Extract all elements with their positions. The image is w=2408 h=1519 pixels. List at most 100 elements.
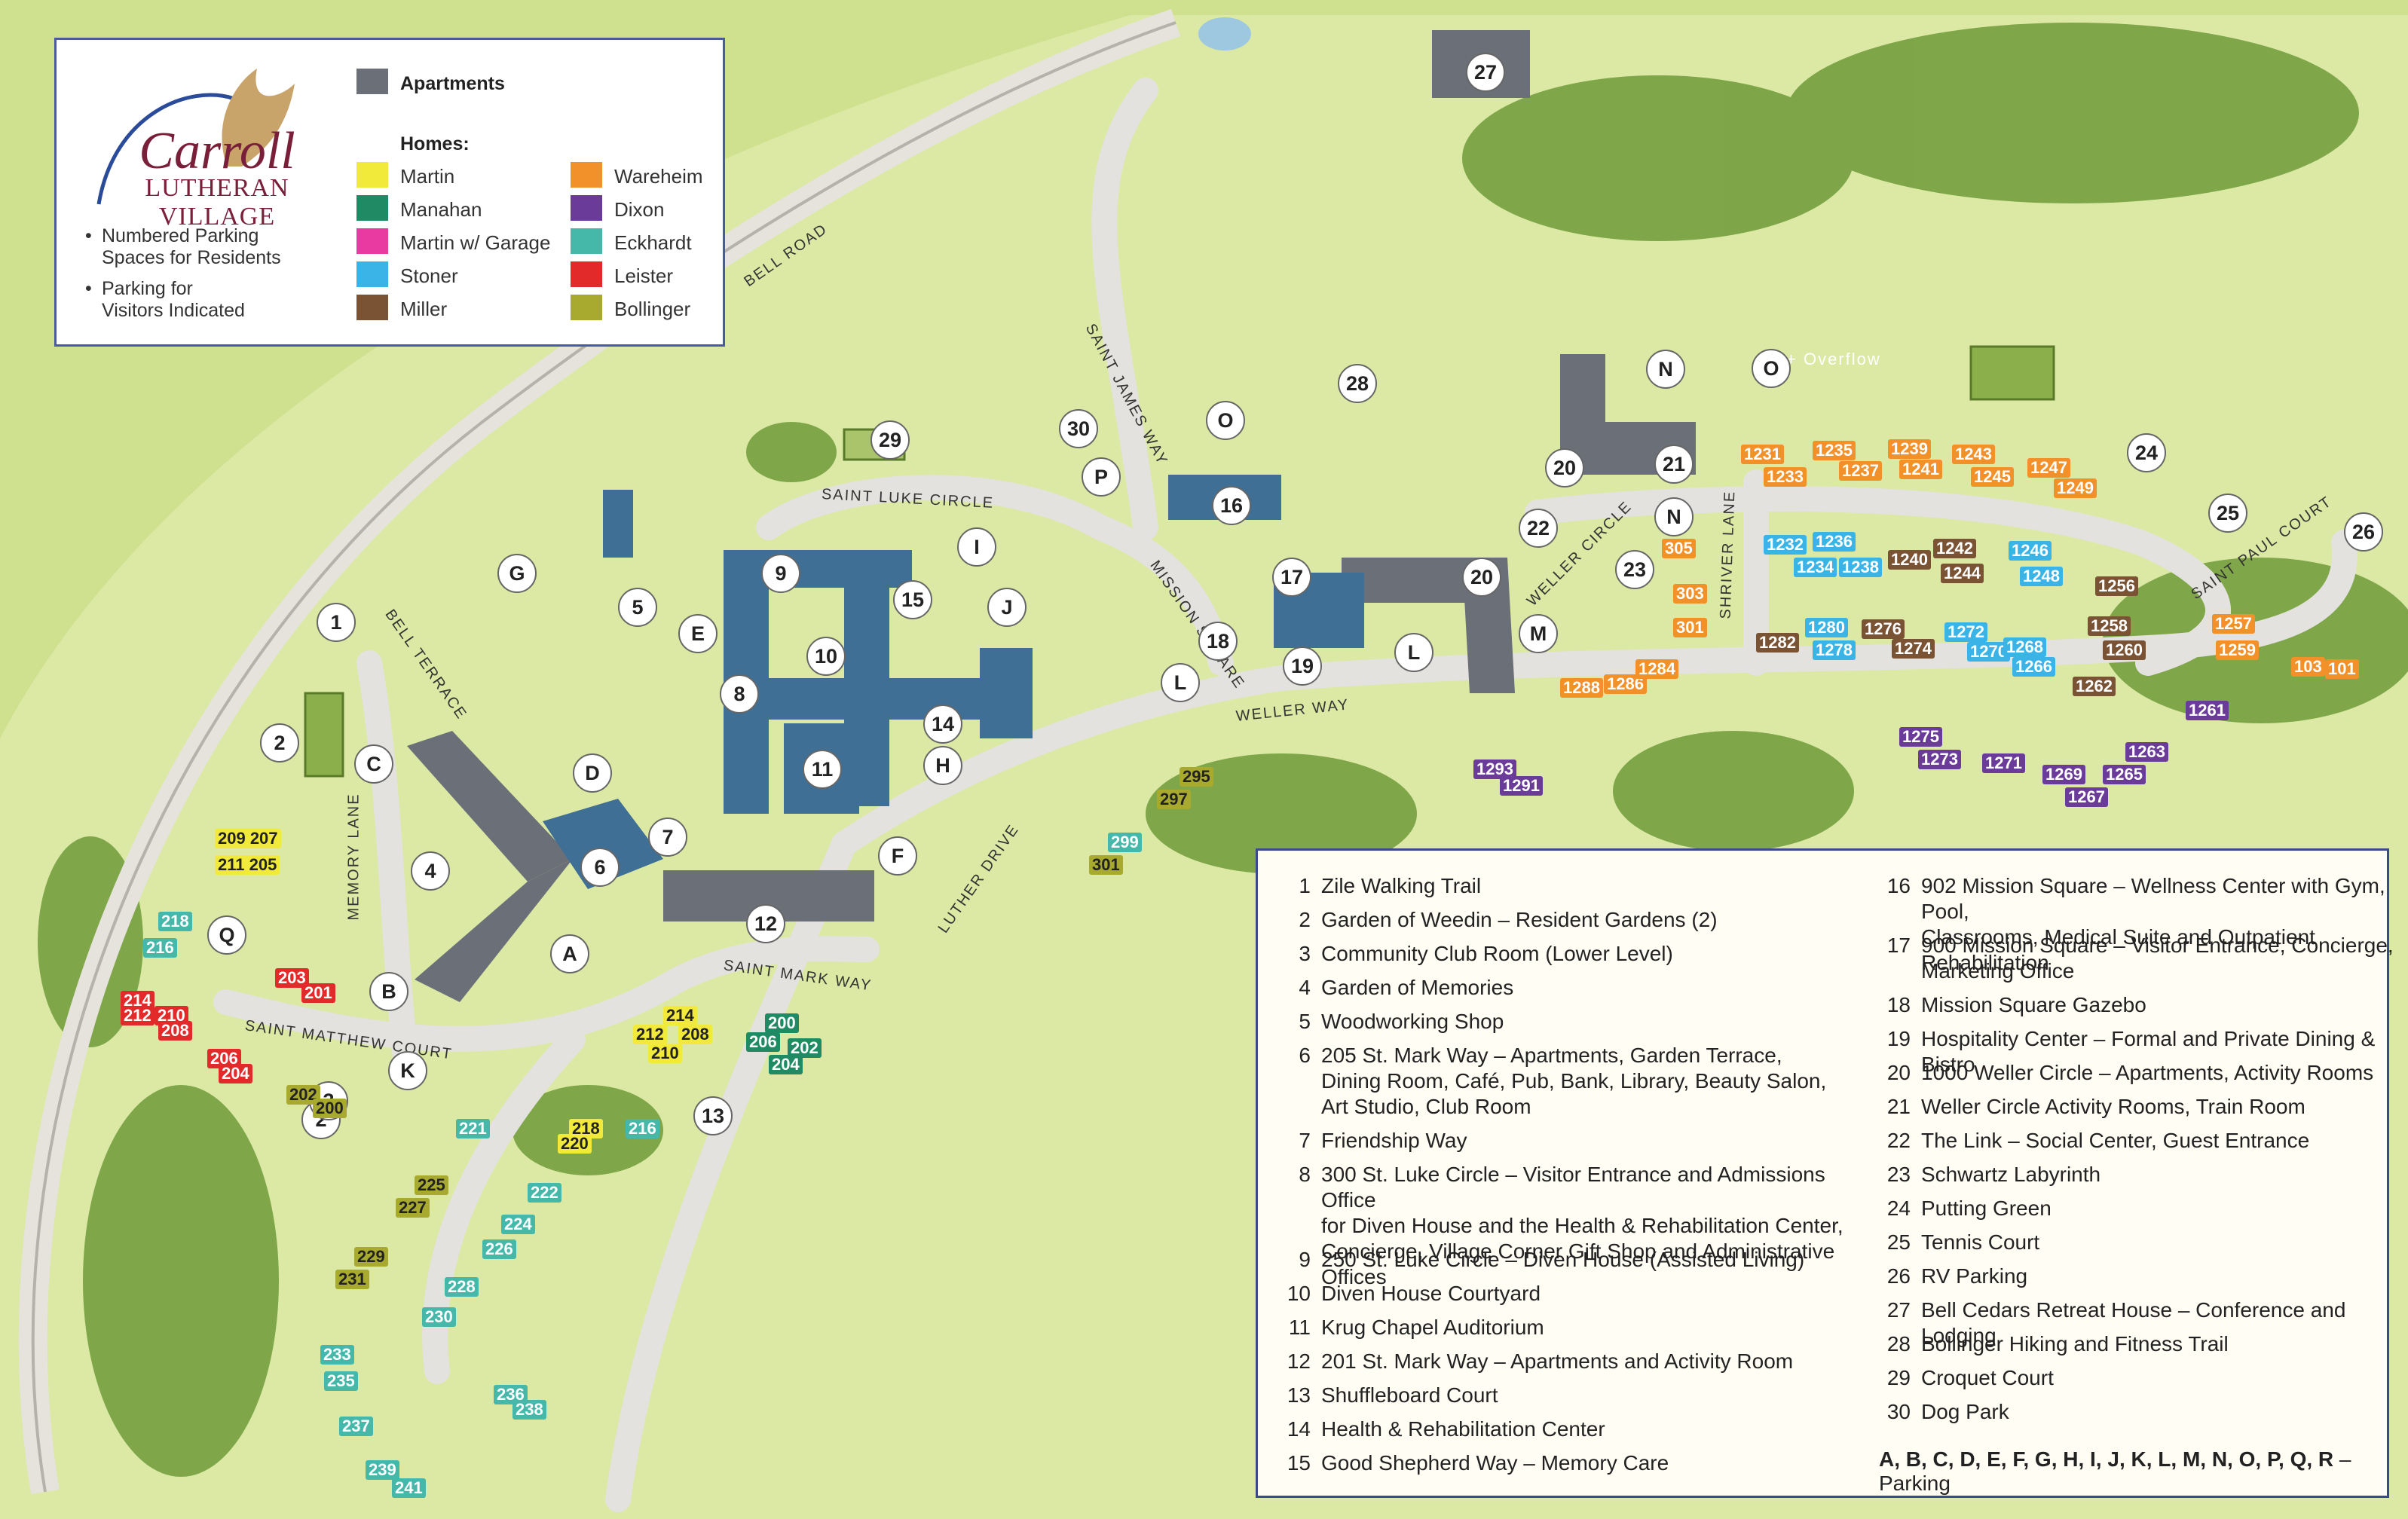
home-unit-label[interactable]: 1282 — [1756, 633, 1799, 653]
map-marker[interactable]: C — [354, 744, 393, 784]
home-unit-label[interactable]: 1259 — [2216, 640, 2259, 660]
home-unit-label[interactable]: 238 — [513, 1400, 546, 1420]
home-unit-label[interactable]: 1247 — [2027, 458, 2070, 478]
home-unit-label[interactable]: 1293 — [1473, 760, 1516, 779]
home-unit-label[interactable]: 1233 — [1764, 467, 1807, 487]
home-unit-label[interactable]: 237 — [339, 1417, 373, 1436]
home-unit-label[interactable]: 239 — [366, 1460, 399, 1480]
home-unit-label[interactable]: 1240 — [1888, 550, 1931, 570]
map-marker[interactable]: 21 — [1654, 445, 1694, 484]
map-marker[interactable]: 9 — [761, 554, 800, 593]
home-unit-label[interactable]: 212 — [633, 1025, 667, 1044]
home-unit-label[interactable]: 1266 — [2012, 657, 2055, 677]
home-unit-label[interactable]: 228 — [445, 1277, 479, 1297]
map-marker[interactable]: 16 — [1212, 486, 1251, 525]
home-unit-label[interactable]: 1272 — [1944, 622, 1987, 642]
home-unit-label[interactable]: 1257 — [2212, 614, 2255, 634]
map-marker[interactable]: 15 — [893, 580, 932, 619]
home-unit-label[interactable]: 1276 — [1862, 619, 1905, 639]
home-unit-label[interactable]: 301 — [1673, 618, 1707, 637]
home-unit-label[interactable]: 200 — [313, 1099, 347, 1118]
home-unit-label[interactable]: 1286 — [1604, 674, 1647, 694]
home-unit-label[interactable]: 1260 — [2103, 640, 2146, 660]
home-unit-label[interactable]: 1278 — [1813, 640, 1856, 660]
map-marker[interactable]: 1 — [317, 603, 356, 642]
map-marker[interactable]: 29 — [870, 420, 910, 460]
map-marker[interactable]: L — [1161, 663, 1200, 702]
map-marker[interactable]: Q — [207, 915, 246, 955]
home-unit-label[interactable]: 221 — [456, 1119, 490, 1138]
map-marker[interactable]: 22 — [1519, 509, 1558, 548]
map-marker[interactable]: P — [1082, 457, 1121, 497]
map-marker[interactable]: J — [987, 588, 1027, 627]
map-marker[interactable]: 24 — [2127, 433, 2166, 472]
map-marker[interactable]: 30 — [1059, 409, 1098, 448]
map-marker[interactable]: D — [573, 753, 612, 793]
map-marker[interactable]: 25 — [2208, 494, 2247, 533]
home-unit-label[interactable]: 1249 — [2054, 478, 2097, 498]
map-marker[interactable]: 17 — [1272, 558, 1311, 597]
map-marker[interactable]: 14 — [923, 704, 962, 744]
home-unit-label[interactable]: 1248 — [2020, 567, 2063, 586]
home-unit-label[interactable]: 241 — [392, 1478, 426, 1498]
home-unit-label[interactable]: 295 — [1180, 767, 1213, 787]
map-marker[interactable]: 26 — [2344, 512, 2383, 552]
map-marker[interactable]: 13 — [693, 1096, 733, 1135]
home-unit-label[interactable]: 204 — [769, 1055, 803, 1074]
home-unit-label[interactable]: 1261 — [2186, 701, 2229, 720]
home-unit-label[interactable]: 1262 — [2073, 677, 2116, 696]
home-unit-label[interactable]: 101 — [2325, 659, 2359, 679]
home-unit-label[interactable]: 1237 — [1839, 461, 1882, 481]
map-marker[interactable]: 19 — [1283, 646, 1322, 686]
map-marker[interactable]: 23 — [1615, 550, 1654, 589]
map-marker[interactable]: 12 — [746, 904, 785, 943]
home-unit-label[interactable]: 1291 — [1500, 776, 1543, 796]
map-marker[interactable]: 7 — [648, 818, 687, 857]
home-unit-label[interactable]: 1234 — [1794, 558, 1837, 577]
home-unit-label[interactable]: 1269 — [2042, 765, 2085, 784]
home-unit-label[interactable]: 208 — [678, 1025, 712, 1044]
home-unit-label[interactable]: 231 — [335, 1270, 369, 1289]
map-marker[interactable]: 4 — [411, 851, 450, 891]
home-unit-label[interactable]: 204 — [219, 1064, 252, 1083]
home-unit-label[interactable]: 212 — [121, 1006, 155, 1025]
home-unit-label[interactable]: 233 — [320, 1345, 354, 1365]
home-unit-label[interactable]: 103 — [2291, 657, 2325, 677]
home-unit-label[interactable]: 200 — [765, 1013, 799, 1033]
home-unit-label[interactable]: 210 — [648, 1044, 682, 1063]
home-unit-label[interactable]: 222 — [528, 1183, 561, 1203]
home-unit-label[interactable]: 1238 — [1839, 558, 1882, 577]
home-unit-label[interactable]: 235 — [324, 1371, 358, 1391]
home-unit-label[interactable]: 1231 — [1741, 445, 1784, 464]
home-unit-label[interactable]: 202 — [788, 1038, 822, 1058]
map-marker[interactable]: O — [1206, 401, 1245, 440]
home-unit-label[interactable]: 227 — [396, 1198, 430, 1218]
map-marker[interactable]: 28 — [1338, 364, 1377, 403]
home-unit-label[interactable]: 1267 — [2065, 787, 2108, 807]
home-unit-label[interactable]: 211 205 — [215, 855, 280, 875]
home-unit-label[interactable]: 1288 — [1560, 678, 1603, 698]
home-unit-label[interactable]: 1271 — [1982, 753, 2025, 773]
home-unit-label[interactable]: 303 — [1673, 584, 1707, 604]
home-unit-label[interactable]: 209 207 — [215, 829, 281, 848]
home-unit-label[interactable]: 305 — [1662, 539, 1696, 558]
home-unit-label[interactable]: 225 — [415, 1175, 448, 1195]
home-unit-label[interactable]: 1239 — [1888, 439, 1931, 459]
home-unit-label[interactable]: 1273 — [1918, 750, 1961, 769]
home-unit-label[interactable]: 201 — [301, 983, 335, 1003]
home-unit-label[interactable]: 1258 — [2088, 616, 2131, 636]
map-marker[interactable]: 10 — [806, 637, 846, 676]
home-unit-label[interactable]: 1241 — [1899, 460, 1942, 479]
home-unit-label[interactable]: 224 — [501, 1215, 535, 1234]
map-marker[interactable]: 20 — [1462, 558, 1501, 597]
home-unit-label[interactable]: 206 — [746, 1032, 780, 1052]
map-marker[interactable]: 11 — [803, 750, 842, 789]
map-marker[interactable]: F — [878, 836, 917, 876]
home-unit-label[interactable]: 1274 — [1892, 639, 1935, 659]
home-unit-label[interactable]: 226 — [482, 1239, 516, 1259]
map-marker[interactable]: M — [1519, 614, 1558, 653]
home-unit-label[interactable]: 216 — [143, 938, 177, 958]
home-unit-label[interactable]: 230 — [422, 1307, 456, 1327]
map-marker[interactable]: N — [1654, 497, 1694, 536]
home-unit-label[interactable]: 1243 — [1952, 445, 1995, 464]
